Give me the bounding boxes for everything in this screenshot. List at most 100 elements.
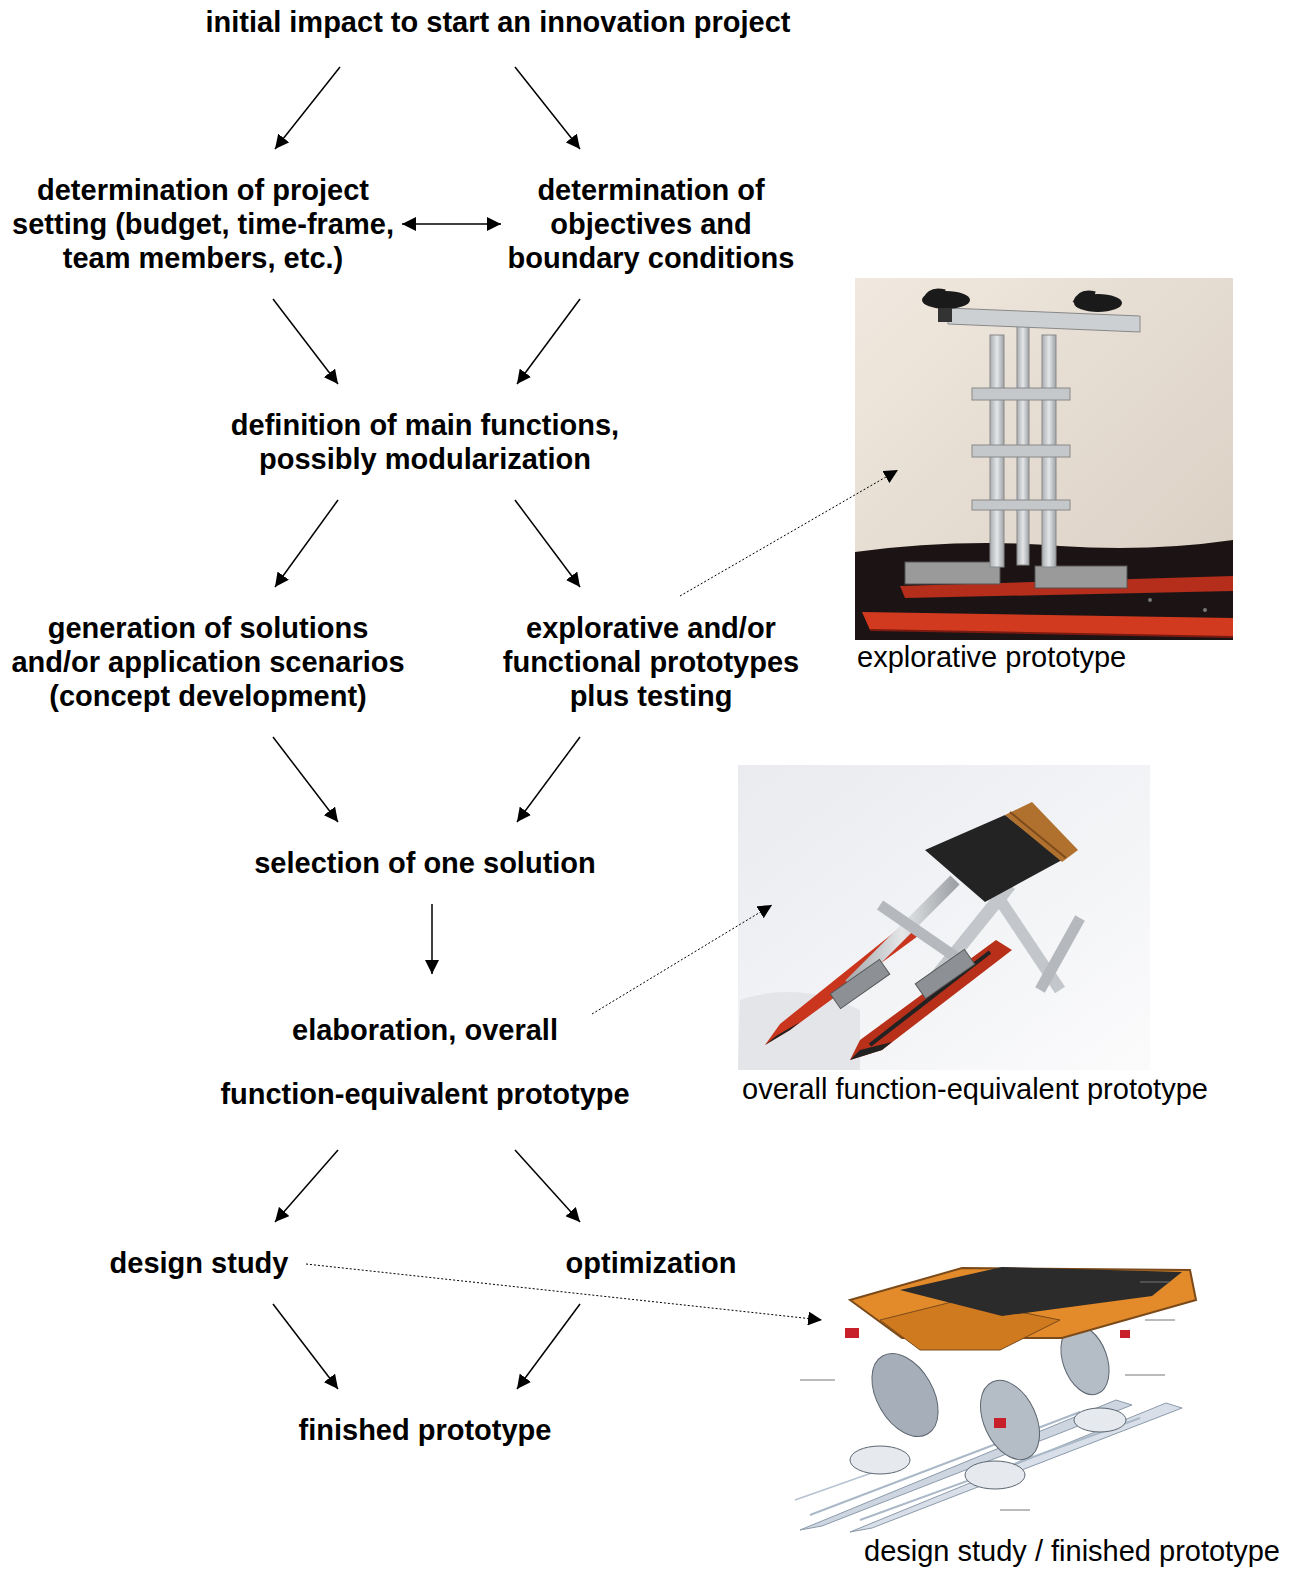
flow-step: determination of project setting (budget… bbox=[4, 149, 402, 299]
explorative-prototype-photo-part bbox=[972, 388, 1070, 400]
word: development) bbox=[178, 680, 367, 712]
leader-lines-part bbox=[592, 905, 772, 1014]
step-text: determination of project setting (budget… bbox=[4, 173, 402, 275]
explorative-prototype-photo-part bbox=[922, 291, 970, 309]
flow-arrow bbox=[515, 1150, 580, 1222]
explorative-prototype-photo-part bbox=[938, 308, 952, 322]
word: setting bbox=[12, 208, 107, 240]
design-study-sketch-part bbox=[795, 1470, 880, 1500]
step-text: finished prototype bbox=[265, 1413, 585, 1447]
flow-step: determination of objectives and boundary… bbox=[501, 149, 801, 299]
word: selection bbox=[254, 847, 380, 879]
word: solutions bbox=[239, 612, 368, 644]
word: definition bbox=[231, 409, 361, 441]
explorative-prototype-photo-part bbox=[1148, 598, 1152, 602]
step-text: design study bbox=[49, 1246, 349, 1280]
word: to bbox=[391, 6, 418, 38]
explorative-prototype-photo-part bbox=[905, 562, 1000, 584]
word: modularization bbox=[385, 443, 591, 475]
step-text: generation of solutions and/or applicati… bbox=[6, 611, 411, 713]
flow-arrow bbox=[431, 904, 433, 974]
design-study-sketch-part bbox=[858, 1342, 951, 1448]
word: explorative bbox=[526, 612, 679, 644]
word: (budget, bbox=[115, 208, 229, 240]
word: finished bbox=[299, 1414, 410, 1446]
word: main bbox=[405, 409, 473, 441]
word: team bbox=[63, 242, 131, 274]
word: determination bbox=[537, 174, 729, 206]
explorative-prototype-photo-part bbox=[1035, 566, 1127, 588]
explorative-prototype-photo-part bbox=[1074, 294, 1122, 312]
flow-step: selection of one solution bbox=[225, 822, 625, 904]
function-equivalent-prototype-photo-part bbox=[1040, 918, 1080, 990]
step-text: explorative and/or functional prototypes… bbox=[499, 611, 804, 713]
flow-arrow bbox=[275, 67, 340, 149]
word: an bbox=[497, 6, 531, 38]
function-equivalent-prototype-photo-part bbox=[738, 765, 1150, 1070]
word: and/or bbox=[11, 646, 100, 678]
function-equivalent-prototype-photo-part bbox=[1010, 812, 1066, 858]
flow-step: definition of main functions, possibly m… bbox=[223, 384, 628, 500]
word: prototype bbox=[496, 1078, 630, 1110]
explorative-prototype-photo-part bbox=[1017, 320, 1029, 565]
word: and/or bbox=[687, 612, 776, 644]
design-study-sketch-part bbox=[850, 1446, 910, 1474]
flow-step: finished prototype bbox=[265, 1389, 585, 1471]
leader-lines-part bbox=[680, 470, 898, 596]
flow-step: generation of solutions and/or applicati… bbox=[6, 587, 411, 737]
design-study-sketch-part bbox=[845, 1328, 859, 1338]
word: conditions bbox=[648, 242, 795, 274]
word: functions, bbox=[481, 409, 620, 441]
word: of bbox=[388, 847, 415, 879]
word: design bbox=[110, 1247, 203, 1279]
word: time-frame, bbox=[238, 208, 394, 240]
design-study-sketch-part bbox=[1140, 1282, 1170, 1283]
design-study-sketch bbox=[795, 1267, 1196, 1532]
word: prototypes bbox=[649, 646, 799, 678]
step-text: selection of one solution bbox=[225, 846, 625, 880]
word: determination bbox=[37, 174, 229, 206]
photo-caption: overall function-equivalent prototype bbox=[740, 1072, 1210, 1106]
explorative-prototype-photo-part bbox=[1075, 293, 1095, 303]
explorative-prototype-photo-part bbox=[862, 612, 1233, 637]
flow-arrow bbox=[273, 737, 338, 822]
flow-step: explorative and/or functional prototypes… bbox=[499, 587, 804, 737]
step-text: initial impact to start an innovation pr… bbox=[148, 5, 848, 39]
design-study-sketch-part bbox=[1074, 1408, 1126, 1432]
function-equivalent-prototype-photo-part bbox=[915, 949, 974, 998]
explorative-prototype-photo bbox=[855, 278, 1233, 640]
word: plus bbox=[570, 680, 630, 712]
flow-step: optimization bbox=[501, 1222, 801, 1304]
design-study-sketch-part bbox=[965, 1461, 1025, 1489]
word: solution bbox=[483, 847, 596, 879]
flow-arrow bbox=[275, 500, 338, 587]
word: and bbox=[700, 208, 752, 240]
photo-caption: explorative prototype bbox=[855, 640, 1128, 674]
explorative-prototype-photo-part bbox=[855, 278, 1233, 640]
explorative-prototype-photo-part bbox=[925, 291, 945, 300]
function-equivalent-prototype-photo-part bbox=[1005, 802, 1078, 862]
flow-arrow bbox=[515, 67, 580, 149]
function-equivalent-prototype-photo-part bbox=[830, 959, 889, 1008]
word: functional bbox=[503, 646, 642, 678]
explorative-prototype-photo-part bbox=[870, 630, 1233, 637]
word: one bbox=[423, 847, 475, 879]
step-text: optimization bbox=[501, 1246, 801, 1280]
word: of bbox=[237, 174, 264, 206]
flow-arrow bbox=[273, 1304, 338, 1389]
photo-caption: design study / finished prototype bbox=[862, 1534, 1282, 1568]
step-text: determination of objectives and boundary… bbox=[501, 173, 801, 275]
flow-step: elaboration, overall function-equivalent… bbox=[215, 974, 635, 1150]
step-text: definition of main functions, possibly m… bbox=[223, 408, 628, 476]
word: objectives bbox=[550, 208, 692, 240]
word: generation bbox=[48, 612, 196, 644]
word: application bbox=[108, 646, 261, 678]
flow-arrow bbox=[275, 1150, 338, 1222]
flow-arrow bbox=[402, 223, 501, 225]
word: overall bbox=[464, 1014, 558, 1046]
function-equivalent-prototype-photo-part bbox=[765, 1022, 800, 1045]
design-study-sketch-part bbox=[969, 1371, 1052, 1469]
word: elaboration, bbox=[292, 1014, 456, 1046]
word: of bbox=[369, 409, 396, 441]
